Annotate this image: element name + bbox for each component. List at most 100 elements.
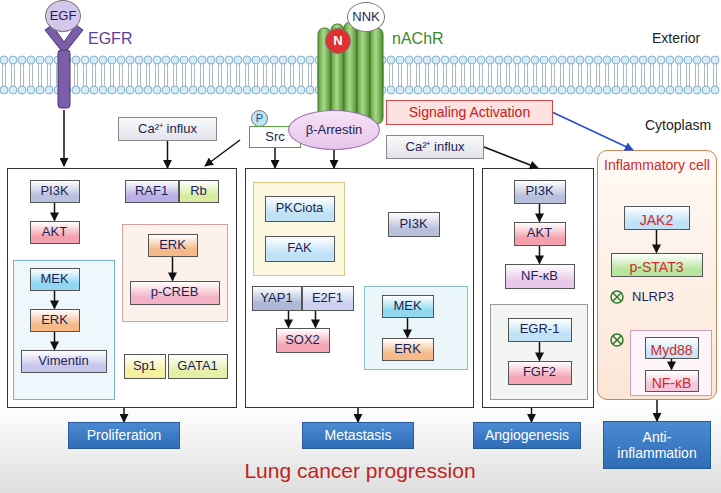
node-label: Signaling Activation — [409, 104, 530, 120]
lipid-tail — [102, 64, 105, 76]
lipid-head — [666, 86, 674, 94]
lipid-tail — [498, 74, 501, 86]
node-label: ERK — [41, 313, 68, 328]
lipid-tail — [390, 74, 393, 86]
lipid-head — [459, 56, 467, 64]
lipid-head — [558, 86, 566, 94]
lipid-tail — [426, 74, 429, 86]
lipid-tail — [93, 64, 96, 76]
lipid-head — [549, 56, 557, 64]
lipid-head — [585, 86, 593, 94]
connector-arrow — [553, 113, 633, 151]
lipid-tail — [291, 64, 294, 76]
protein-box: Vimentin — [21, 350, 107, 373]
lipid-tail — [390, 64, 393, 76]
connector-arrow — [539, 204, 541, 222]
lipid-tail — [714, 64, 717, 76]
inhibit-symbol — [611, 334, 623, 346]
lipid-head — [207, 56, 215, 64]
text-label: NLRP3 — [632, 290, 674, 305]
lipid-tail — [426, 64, 429, 76]
lipid-head — [144, 56, 152, 64]
lipid-tail — [30, 64, 33, 76]
node-label: PI3K — [399, 217, 427, 232]
lipid-tail — [669, 74, 672, 86]
lipid-head — [243, 56, 251, 64]
lipid-tail — [489, 74, 492, 86]
lipid-head — [306, 56, 314, 64]
lipid-tail — [408, 74, 411, 86]
lipid-tail — [183, 74, 186, 86]
lipid-tail — [156, 74, 159, 86]
node-label: Ca²⁺ influx — [138, 122, 197, 137]
lipid-head — [126, 86, 134, 94]
protein-box: FAK — [265, 236, 335, 262]
lipid-head — [459, 86, 467, 94]
lipid-head — [414, 86, 422, 94]
protein-box: NF-κB — [505, 264, 575, 289]
node-label: NF-κB — [521, 269, 558, 284]
lipid-tail — [588, 74, 591, 86]
connector-arrow — [656, 400, 658, 421]
connector-arrow — [539, 246, 541, 264]
node-label: ERK — [159, 238, 186, 253]
lipid-head — [288, 56, 296, 64]
lipid-tail — [120, 64, 123, 76]
egfr-receptor — [45, 25, 83, 108]
lipid-tail — [570, 64, 573, 76]
lipid-head — [306, 86, 314, 94]
lipid-head — [666, 56, 674, 64]
node-label: p-CREB — [151, 285, 199, 300]
lipid-head — [171, 56, 179, 64]
lipid-head — [477, 56, 485, 64]
lipid-tail — [678, 74, 681, 86]
lipid-head — [432, 56, 440, 64]
lipid-head — [216, 56, 224, 64]
connector-arrow — [539, 342, 541, 361]
lipid-tail — [687, 64, 690, 76]
lipid-tail — [192, 74, 195, 86]
lipid-tail — [273, 64, 276, 76]
protein-box: JAK2 — [624, 206, 690, 230]
lipid-head — [531, 86, 539, 94]
lipid-head — [135, 86, 143, 94]
lipid-head — [90, 86, 98, 94]
lipid-tail — [705, 74, 708, 86]
connector-arrow — [167, 141, 169, 168]
lipid-head — [36, 86, 44, 94]
lipid-tail — [543, 74, 546, 86]
protein-box: E2F1 — [302, 286, 354, 311]
protein-box: PI3K — [30, 180, 80, 203]
lipid-head — [630, 86, 638, 94]
lipid-tail — [687, 74, 690, 86]
lipid-head — [585, 56, 593, 64]
protein-box: RAF1 — [125, 180, 179, 203]
node-label: ERK — [394, 342, 421, 357]
lipid-tail — [12, 74, 15, 86]
node-label: Vimentin — [38, 354, 88, 369]
lipid-tail — [453, 64, 456, 76]
lipid-head — [198, 86, 206, 94]
node-label: SOX2 — [285, 333, 320, 348]
outcome-box: Angiogenesis — [473, 422, 581, 449]
lipid-tail — [471, 64, 474, 76]
lipid-tail — [579, 64, 582, 76]
lipid-tail — [597, 74, 600, 86]
node-label: PI3K — [525, 184, 553, 199]
lipid-head — [711, 86, 719, 94]
lipid-head — [558, 56, 566, 64]
lipid-head — [603, 56, 611, 64]
protein-box: PKCiota — [265, 196, 335, 222]
lipid-head — [279, 86, 287, 94]
node-label: FGF2 — [523, 365, 556, 380]
lipid-head — [72, 56, 80, 64]
signal-arrow — [205, 140, 240, 166]
lipid-tail — [3, 64, 6, 76]
node-label: Myd88 — [650, 342, 692, 358]
lipid-head — [27, 86, 35, 94]
connector-arrow — [54, 332, 56, 350]
lipid-tail — [660, 74, 663, 86]
pathway-panel: PKCiotaFAKPI3KYAP1E2F1SOX2MEKERK — [245, 168, 474, 408]
protein-box: Myd88 — [645, 337, 699, 359]
lipid-tail — [507, 64, 510, 76]
